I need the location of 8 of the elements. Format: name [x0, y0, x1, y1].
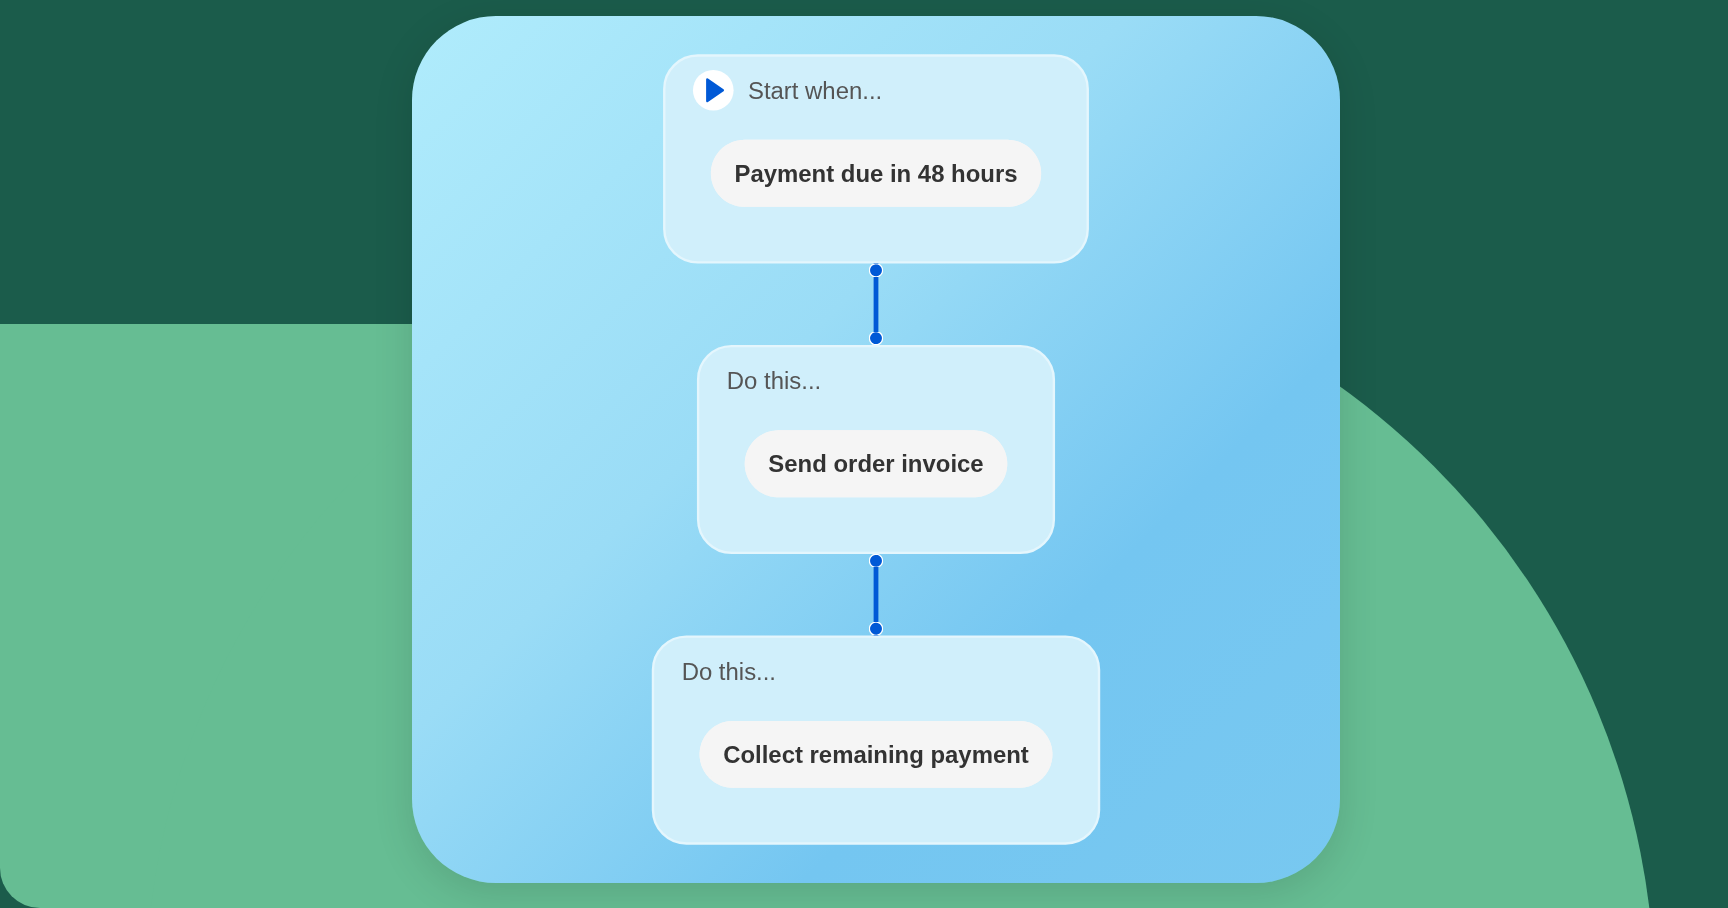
connector-line: [868, 262, 884, 347]
card-heading: Do this...: [681, 658, 776, 685]
connector-line: [868, 552, 884, 637]
step-pill: Collect remaining payment: [699, 720, 1053, 788]
card-heading: Do this...: [726, 367, 822, 394]
step-pill: Send order invoice: [744, 430, 1008, 498]
card-heading: Start when...: [747, 77, 883, 104]
step-pill: Payment due in 48 hours: [710, 139, 1042, 207]
